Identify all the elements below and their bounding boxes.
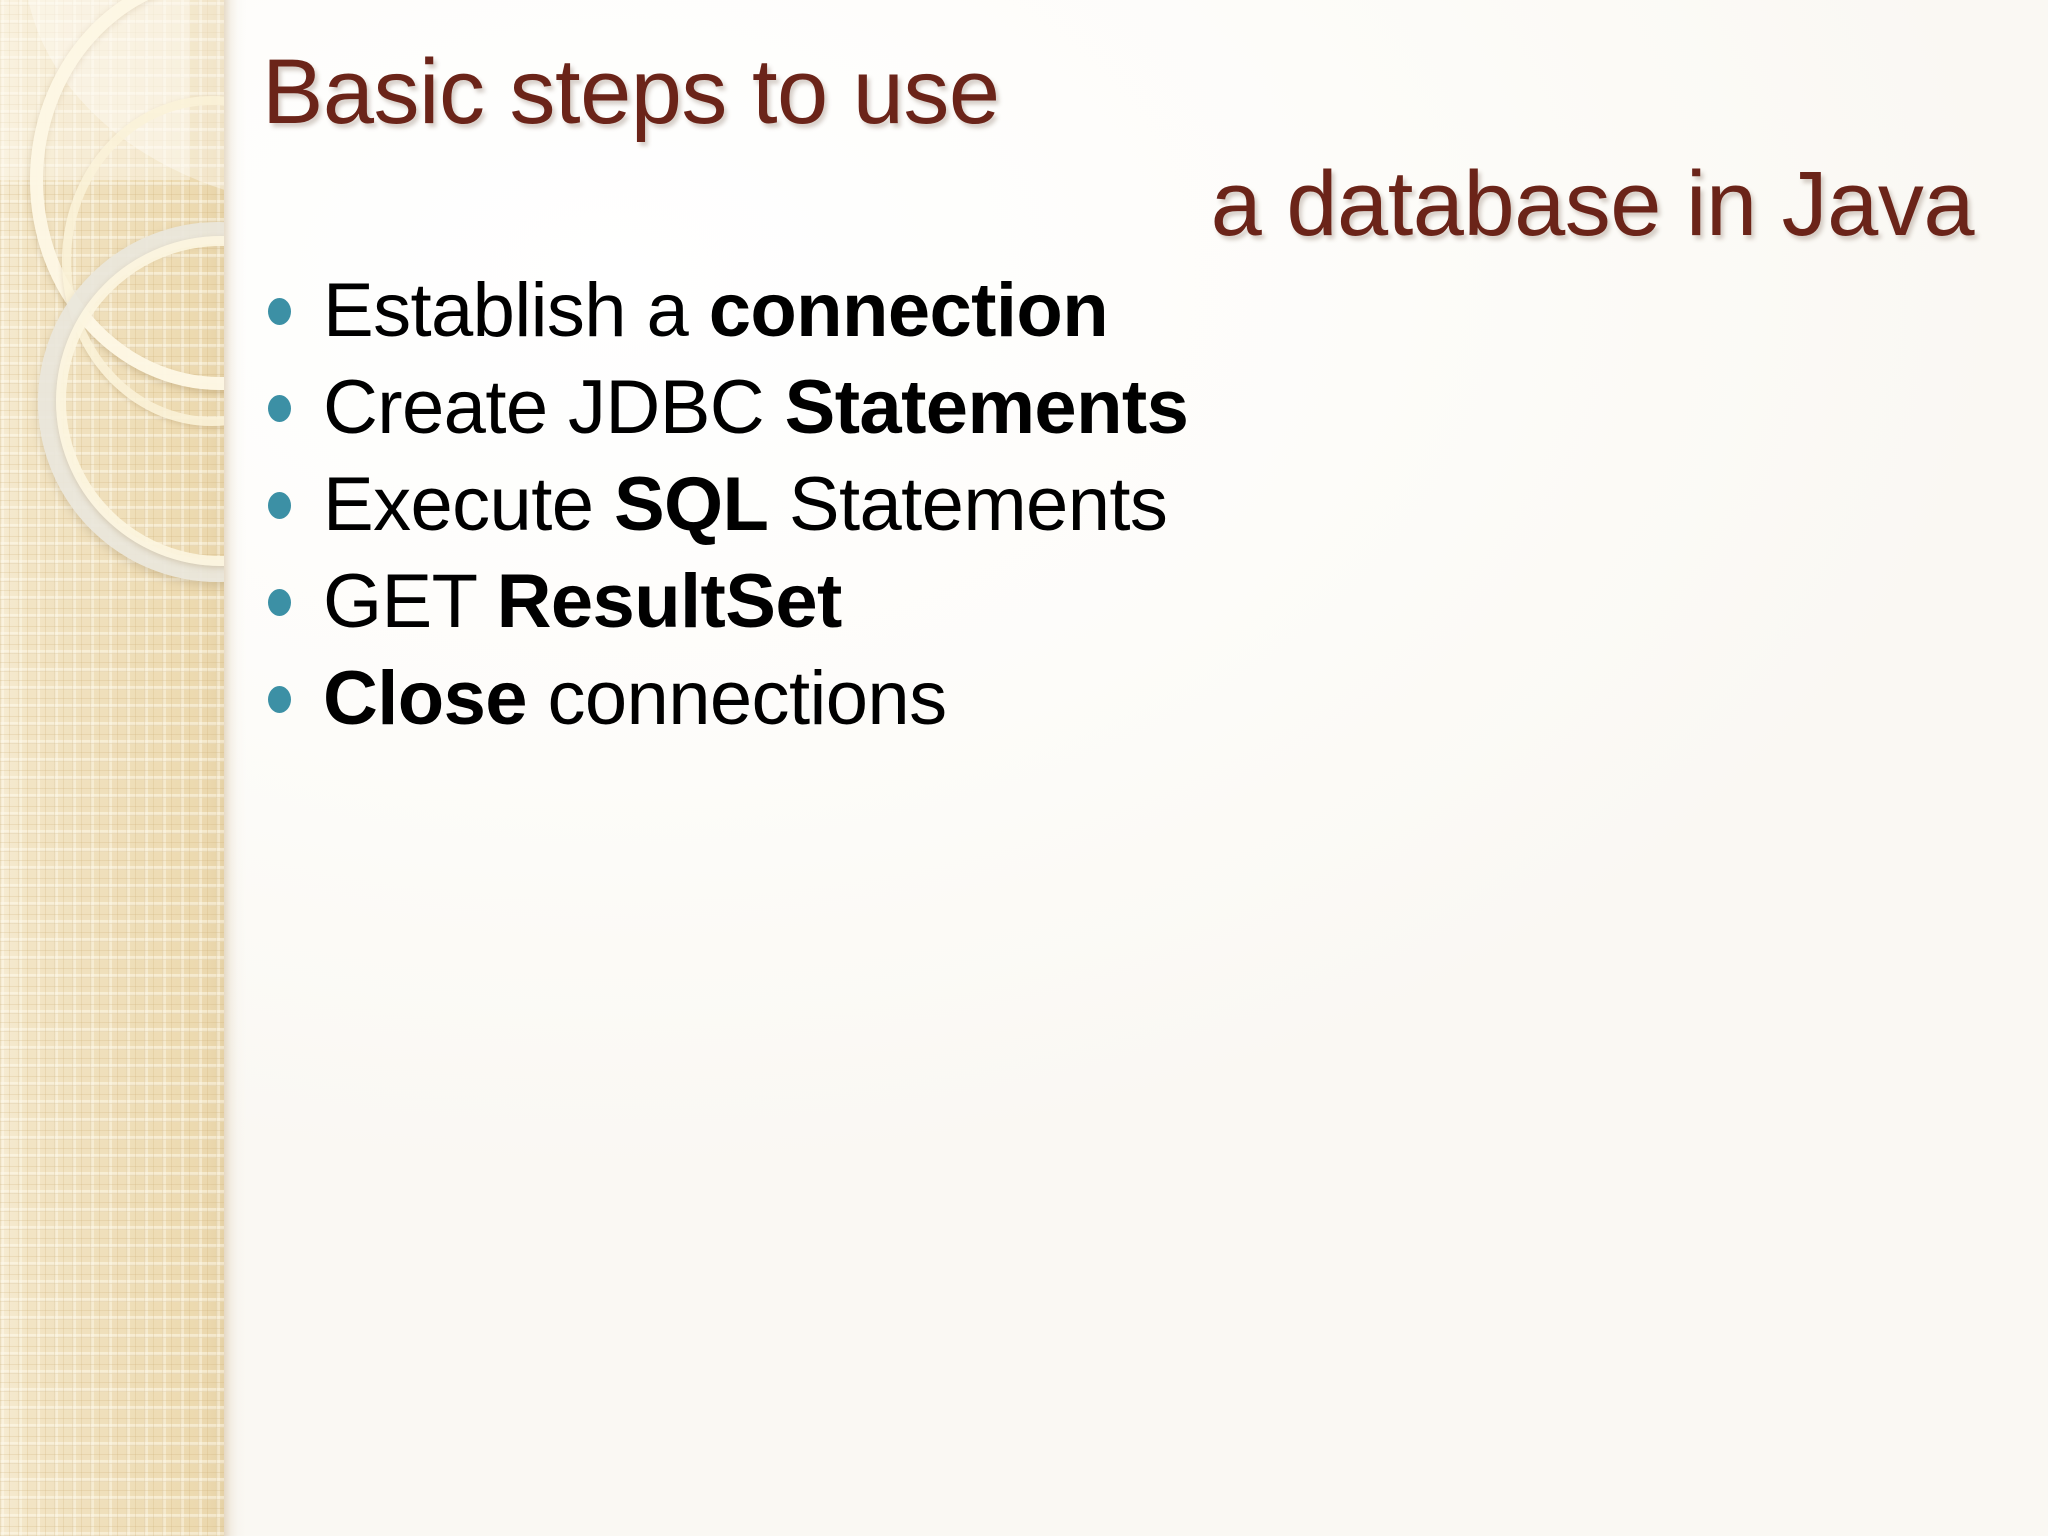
bullet-item-label: Establish a connection xyxy=(323,267,1109,354)
bullet-run-bold: ResultSet xyxy=(496,558,843,644)
bullet-run-regular: Create JDBC xyxy=(323,364,785,450)
title-line-1: Basic steps to use xyxy=(262,41,1000,143)
bullet-run-regular: GET xyxy=(323,558,497,644)
bullet-list-item[interactable]: Execute SQL Statements xyxy=(268,456,1968,553)
bullet-point-icon xyxy=(268,589,291,616)
bullet-list-item[interactable]: Close connections xyxy=(268,650,1968,747)
bullet-point-icon xyxy=(268,395,291,422)
bullet-list-item[interactable]: Establish a connection xyxy=(268,262,1968,359)
bullet-run-bold: connection xyxy=(708,267,1109,353)
bullet-run-regular: Statements xyxy=(768,461,1168,547)
bullet-point-icon xyxy=(268,298,291,325)
bullet-item-label: Close connections xyxy=(323,656,947,742)
bullet-run-bold: Close xyxy=(323,655,528,741)
sidebar-edge-shadow xyxy=(224,0,246,1536)
bullet-point-icon xyxy=(268,492,291,519)
bullet-run-regular: Establish a xyxy=(323,267,709,353)
slide-title: Basic steps to use a database in Java xyxy=(262,38,2002,258)
bullet-run-bold: Statements xyxy=(784,364,1189,450)
decorative-sidebar-panel xyxy=(0,0,224,1536)
bullet-point-icon xyxy=(268,686,291,713)
bullet-list-item[interactable]: GET ResultSet xyxy=(268,553,1968,650)
title-line-2: a database in Java xyxy=(1210,153,1975,255)
bullet-item-label: GET ResultSet xyxy=(323,559,842,645)
bullet-run-regular: Execute xyxy=(323,461,614,547)
bullet-run-bold: SQL xyxy=(613,461,769,547)
bullet-item-label: Create JDBC Statements xyxy=(323,364,1189,451)
bullet-list-item[interactable]: Create JDBC Statements xyxy=(268,359,1968,456)
bullet-item-label: Execute SQL Statements xyxy=(323,461,1168,548)
bullet-run-regular: connections xyxy=(526,655,947,741)
